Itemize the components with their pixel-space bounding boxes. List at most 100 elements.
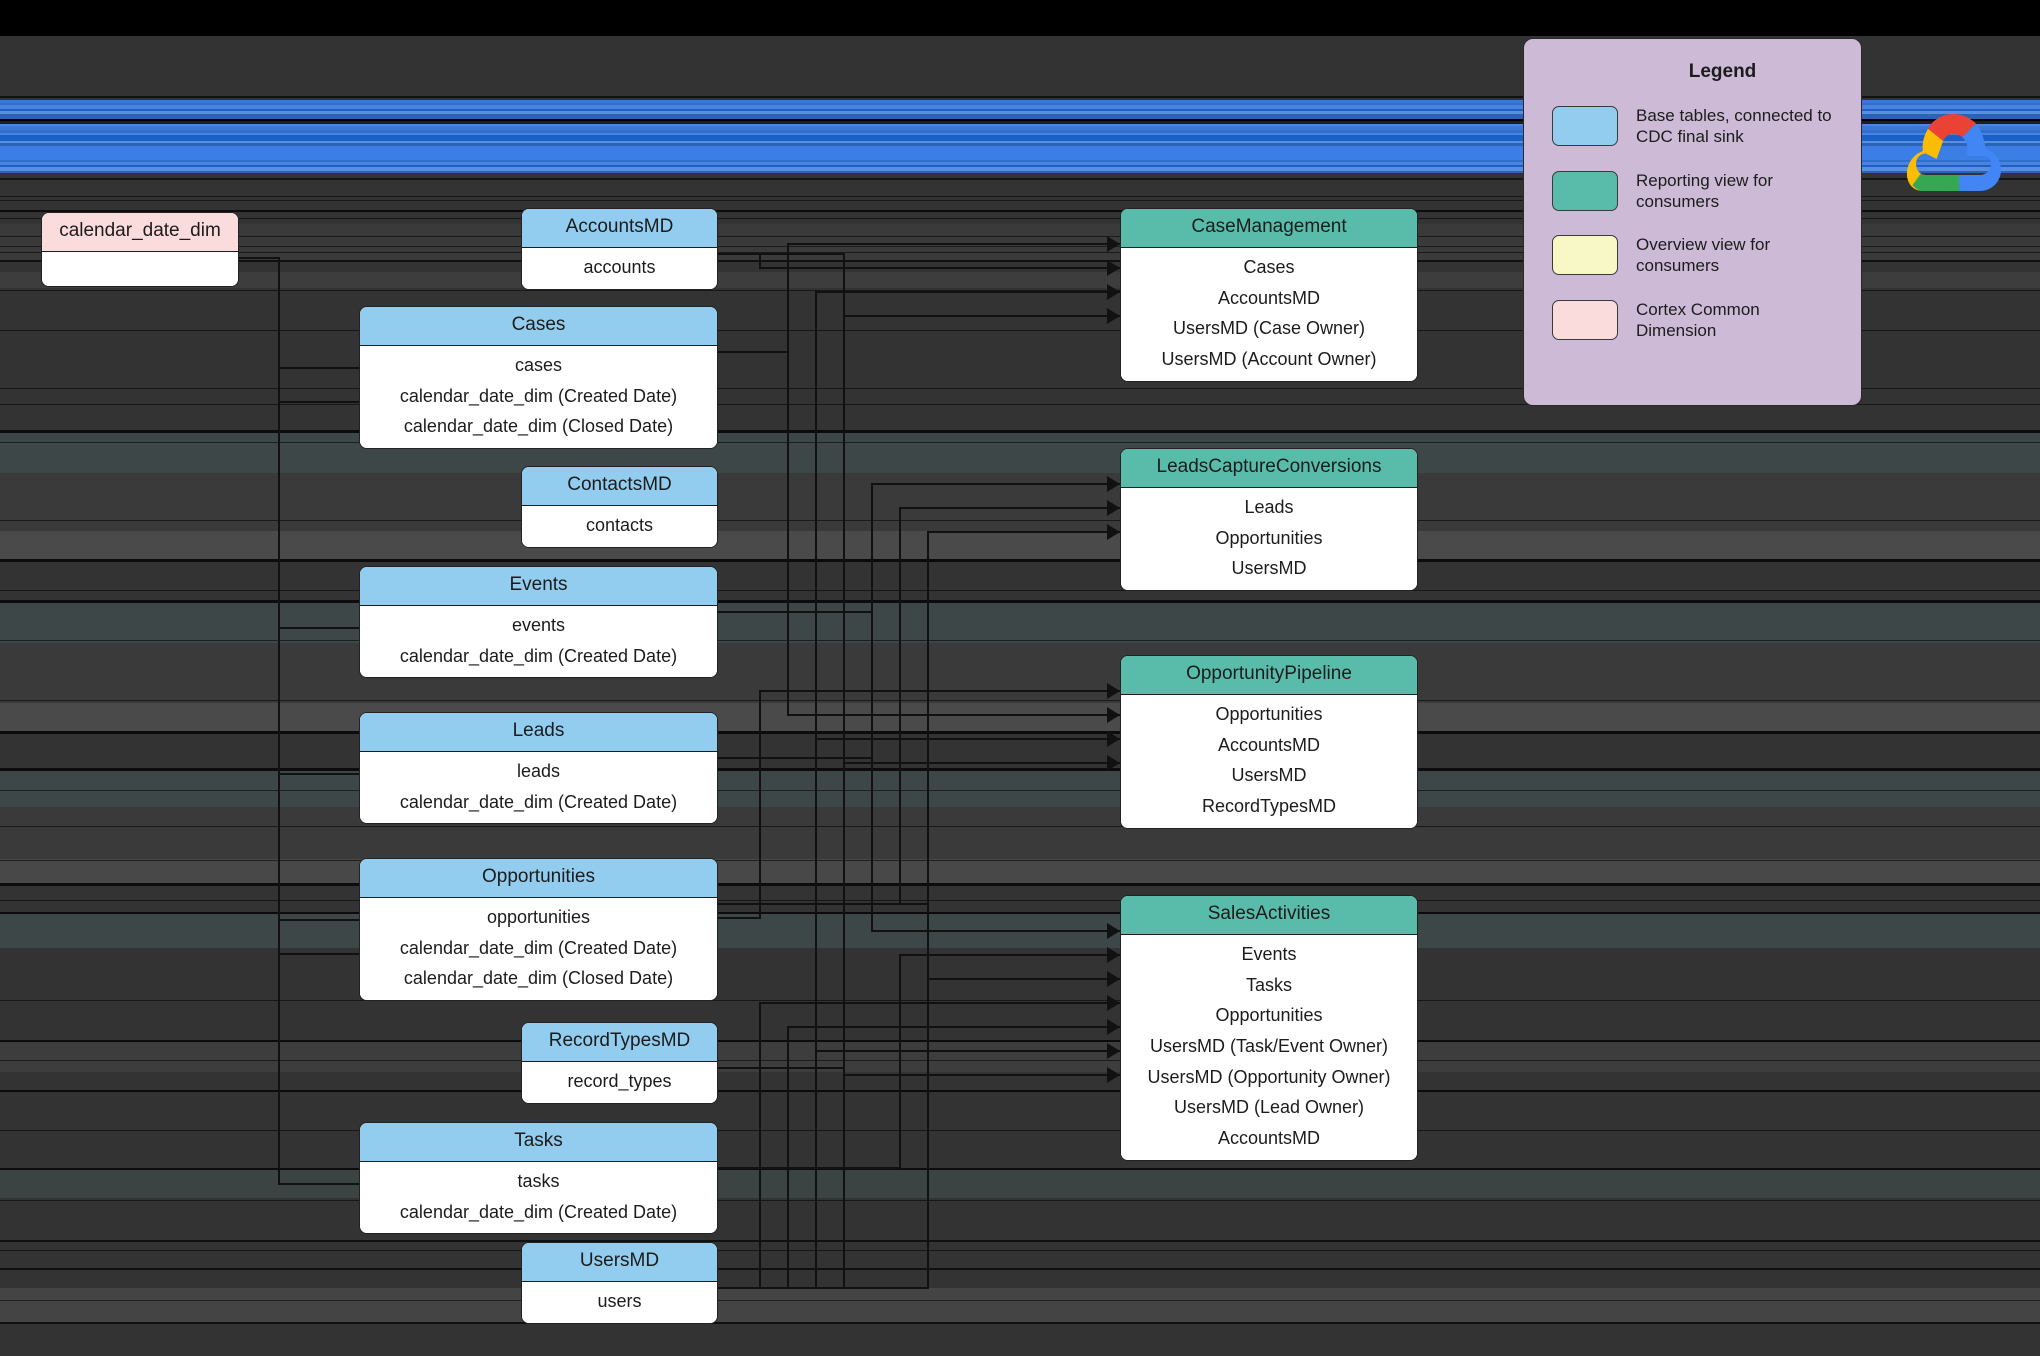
- artifact-band: [0, 111, 2040, 114]
- entity-node-row: Cases: [1243, 256, 1295, 277]
- entity-node-row: calendar_date_dim (Created Date): [399, 937, 678, 958]
- legend-panel: Legend Base tables, connected to CDC fin…: [1523, 38, 1862, 406]
- entity-node-title: ContactsMD: [522, 467, 717, 506]
- legend-label: Overview view for consumers: [1636, 235, 1771, 276]
- relationship-arrowhead: [1107, 947, 1120, 963]
- entity-node-title: Opportunities: [360, 859, 717, 898]
- relationship-arrowhead: [1107, 1043, 1120, 1059]
- legend-items: Base tables, connected to CDC final sink…: [1524, 105, 1861, 341]
- artifact-band: [0, 700, 2040, 701]
- relationship-edge: [239, 257, 359, 955]
- entity-node-row: events: [511, 614, 566, 635]
- entity-node-row: calendar_date_dim (Created Date): [399, 385, 678, 406]
- artifact-band: [0, 121, 2040, 124]
- entity-node-calendar_date_dim: calendar_date_dim: [41, 212, 239, 287]
- relationship-edge: [718, 315, 1120, 1289]
- legend-item: Reporting view for consumers: [1552, 170, 1861, 213]
- relationship-arrowhead: [1107, 731, 1120, 747]
- entity-node-row: RecordTypesMD: [1201, 795, 1337, 816]
- relationship-edge: [718, 762, 1120, 1069]
- artifact-band: [0, 768, 2040, 771]
- artifact-band: [0, 388, 2040, 389]
- relationship-edge: [239, 257, 359, 921]
- artifact-band: [0, 790, 2040, 791]
- artifact-band: [0, 196, 2040, 197]
- artifact-band: [0, 1250, 2040, 1251]
- entity-node-row: UsersMD (Account Owner): [1161, 348, 1377, 369]
- entity-node-row: tasks: [517, 1170, 560, 1191]
- legend-item: Overview view for consumers: [1552, 234, 1861, 277]
- artifact-band: [0, 559, 2040, 562]
- artifact-band: [0, 162, 2040, 165]
- artifact-band: [0, 218, 2040, 219]
- entity-node-title: Events: [360, 567, 717, 606]
- artifact-band: [0, 135, 2040, 141]
- artifact-band: [0, 1042, 2040, 1072]
- legend-label: Reporting view for consumers: [1636, 170, 1774, 211]
- entity-node-rows: contacts: [522, 505, 717, 547]
- entity-node-title: CaseManagement: [1121, 209, 1417, 248]
- artifact-band: [0, 124, 2040, 126]
- artifact-band: [0, 130, 2040, 133]
- entity-node-title: OpportunityPipeline: [1121, 656, 1417, 695]
- entity-node-title: calendar_date_dim: [42, 213, 238, 252]
- legend-swatch: [1552, 170, 1618, 211]
- relationship-edge: [718, 1026, 1120, 1289]
- artifact-band: [0, 141, 2040, 143]
- entity-node-row: UsersMD: [1231, 765, 1307, 786]
- artifact-band: [0, 105, 2040, 109]
- artifact-band: [0, 210, 2040, 212]
- artifact-band: [0, 1300, 2040, 1301]
- legend-item: Base tables, connected to CDC final sink: [1552, 105, 1861, 148]
- relationship-arrowhead: [1107, 284, 1120, 300]
- entity-node-row: accounts: [583, 256, 656, 277]
- artifact-band: [0, 167, 2040, 171]
- entity-node-row: calendar_date_dim (Created Date): [399, 1201, 678, 1222]
- entity-node-rows: tasks calendar_date_dim (Created Date): [360, 1161, 717, 1234]
- entity-node-row: AccountsMD: [1217, 287, 1321, 308]
- entity-node-row: record_types: [567, 1070, 672, 1091]
- entity-node-row: leads: [516, 760, 561, 781]
- artifact-band: [0, 643, 2040, 703]
- legend-swatch: [1552, 106, 1618, 147]
- entity-node-title: AccountsMD: [522, 209, 717, 248]
- artifact-band: [0, 520, 2040, 521]
- entity-node-row: calendar_date_dim (Closed Date): [403, 416, 674, 437]
- artifact-band: [0, 883, 2040, 886]
- artifact-band: [0, 1000, 2040, 1001]
- artifact-band: [0, 290, 2040, 291]
- artifact-band: [0, 433, 2040, 473]
- entity-node-row: AccountsMD: [1217, 734, 1321, 755]
- relationship-arrowhead: [1107, 995, 1120, 1011]
- relationship-edge: [718, 291, 1120, 1289]
- legend-label: Cortex Common Dimension: [1636, 299, 1760, 340]
- entity-node-row: UsersMD (Opportunity Owner): [1147, 1066, 1391, 1087]
- relationship-edge: [718, 253, 1120, 269]
- artifact-band: [0, 96, 2040, 98]
- relationship-edge: [718, 611, 1120, 932]
- relationship-arrowhead: [1107, 1067, 1120, 1083]
- entity-node-row: opportunities: [486, 906, 591, 927]
- artifact-band: [0, 1268, 2040, 1270]
- artifact-band: [0, 1168, 2040, 1170]
- legend-swatch: [1552, 299, 1618, 340]
- artifact-band: [0, 860, 2040, 861]
- artifact-band: [0, 826, 2040, 827]
- entity-node-row: Opportunities: [1215, 703, 1323, 724]
- artifact-band: [0, 236, 2040, 237]
- artifact-band: [0, 404, 2040, 405]
- entity-node-row: UsersMD (Lead Owner): [1173, 1097, 1365, 1118]
- relationship-arrowhead: [1107, 1019, 1120, 1035]
- legend-title: Legend: [1688, 61, 1757, 82]
- relationship-arrowhead: [1107, 755, 1120, 771]
